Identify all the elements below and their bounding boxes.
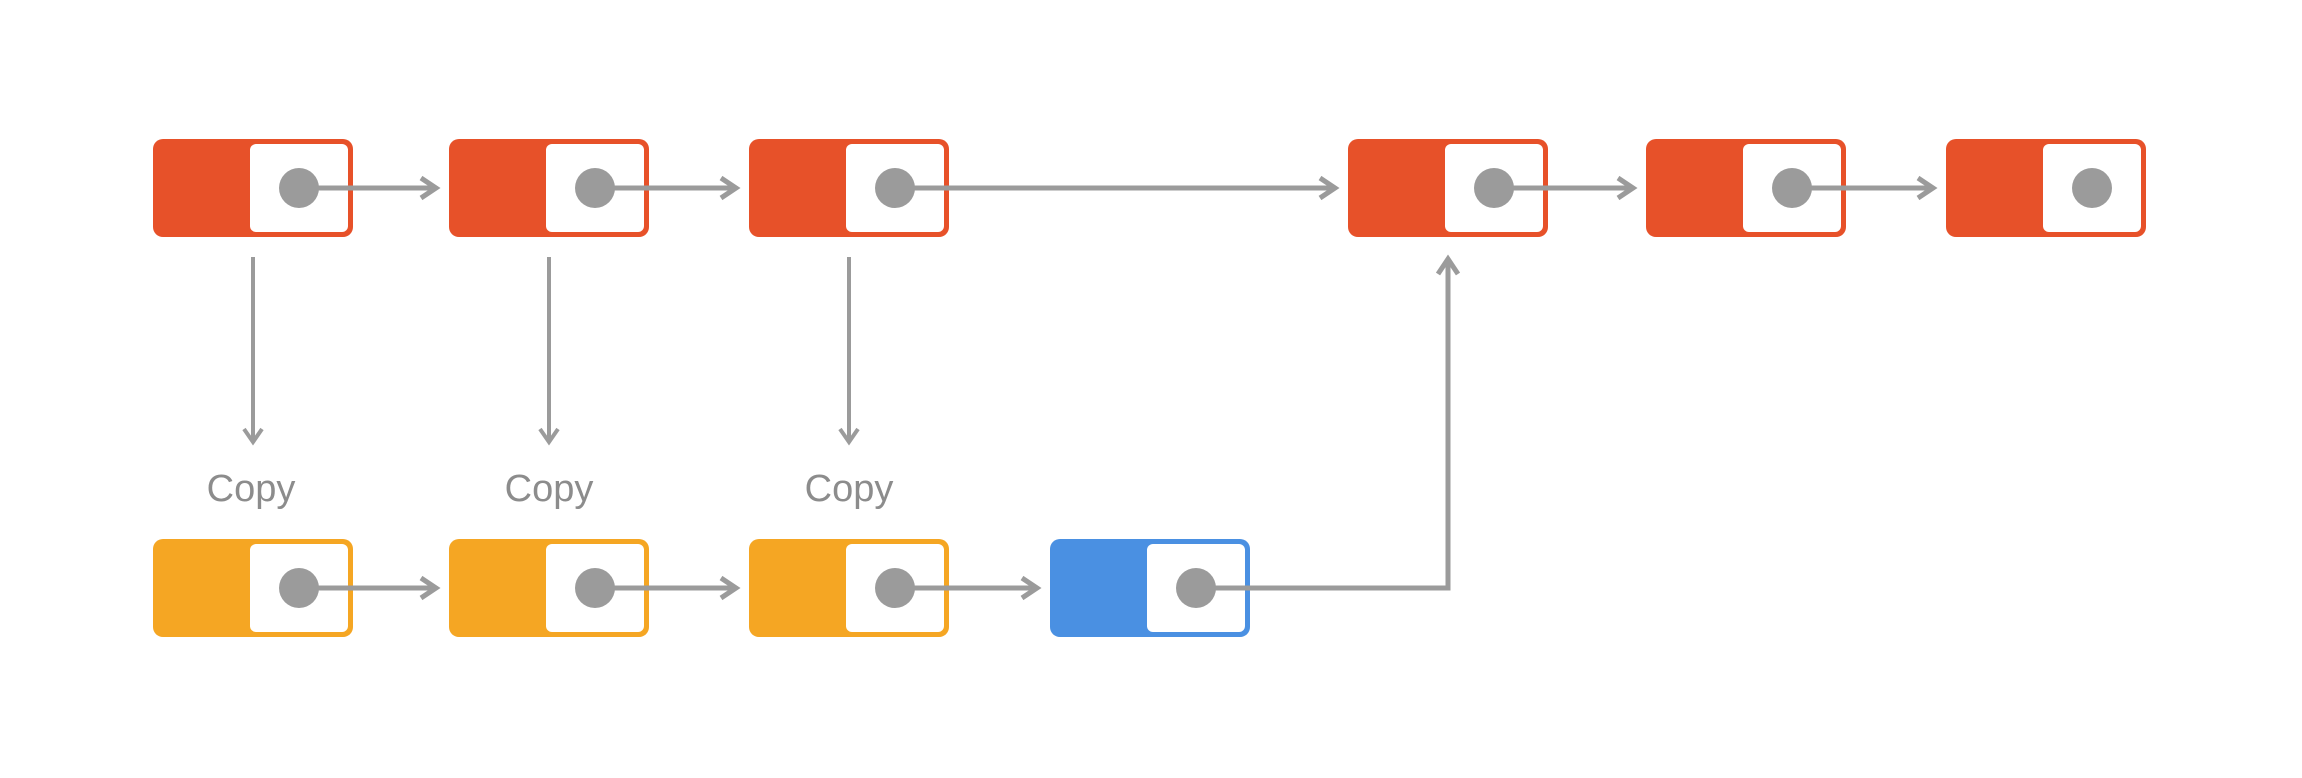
node-layer (153, 139, 2146, 637)
pointer-dot-original-3 (875, 168, 915, 208)
pointer-dot-copy-1 (279, 568, 319, 608)
pointer-dot-copy-2 (575, 568, 615, 608)
arrowhead-icon (242, 427, 264, 446)
arrowhead-icon (719, 575, 741, 601)
pointer-dot-copy-3 (875, 568, 915, 608)
arrow-shaft (1200, 259, 1451, 591)
arrowhead-icon (1916, 175, 1938, 201)
pointer-dot-original-4 (1474, 168, 1514, 208)
label-layer: Copy Copy Copy (207, 468, 894, 510)
pointer-dot-new-node (1176, 568, 1216, 608)
arrowhead-icon (538, 427, 560, 446)
copy-arrow-copy-arrow-1 (242, 257, 264, 446)
pointer-arrow-ptr-copy-2 (599, 575, 741, 601)
pointer-arrow-ptr-original-1 (303, 175, 441, 201)
pointer-arrow-ptr-copy-3 (899, 575, 1042, 601)
pointer-arrow-ptr-original-4 (1498, 175, 1638, 201)
pointer-arrow-ptr-original-2 (599, 175, 741, 201)
pointer-dot-original-2 (575, 168, 615, 208)
pointer-dot-original-6 (2072, 168, 2112, 208)
copy-arrow-copy-arrow-2 (538, 257, 560, 446)
arrowhead-icon (719, 175, 741, 201)
copy-label: Copy (805, 468, 894, 510)
arrowhead-icon (838, 427, 860, 446)
pointer-dot-original-5 (1772, 168, 1812, 208)
copy-label: Copy (505, 468, 594, 510)
arrowhead-icon (1616, 175, 1638, 201)
pointer-dot-layer (279, 168, 2112, 608)
list-node-original-5 (1646, 139, 1846, 237)
copy-label: Copy (207, 468, 296, 510)
pointer-arrow-ptr-original-5 (1796, 175, 1938, 201)
copy-arrow-copy-arrow-3 (838, 257, 860, 446)
pointer-dot-original-1 (279, 168, 319, 208)
pointer-arrow-ptr-copy-1 (303, 575, 441, 601)
arrow-layer (242, 175, 1938, 601)
arrowhead-icon (419, 575, 441, 601)
arrowhead-icon (1020, 575, 1042, 601)
arrowhead-icon (419, 175, 441, 201)
pointer-arrow-ptr-new-node (1200, 254, 1461, 591)
list-node-new-node (1050, 539, 1250, 637)
arrowhead-icon (1435, 254, 1461, 276)
arrowhead-icon (1318, 175, 1340, 201)
list-node-original-6 (1946, 139, 2146, 237)
pointer-arrow-ptr-original-3 (899, 175, 1340, 201)
